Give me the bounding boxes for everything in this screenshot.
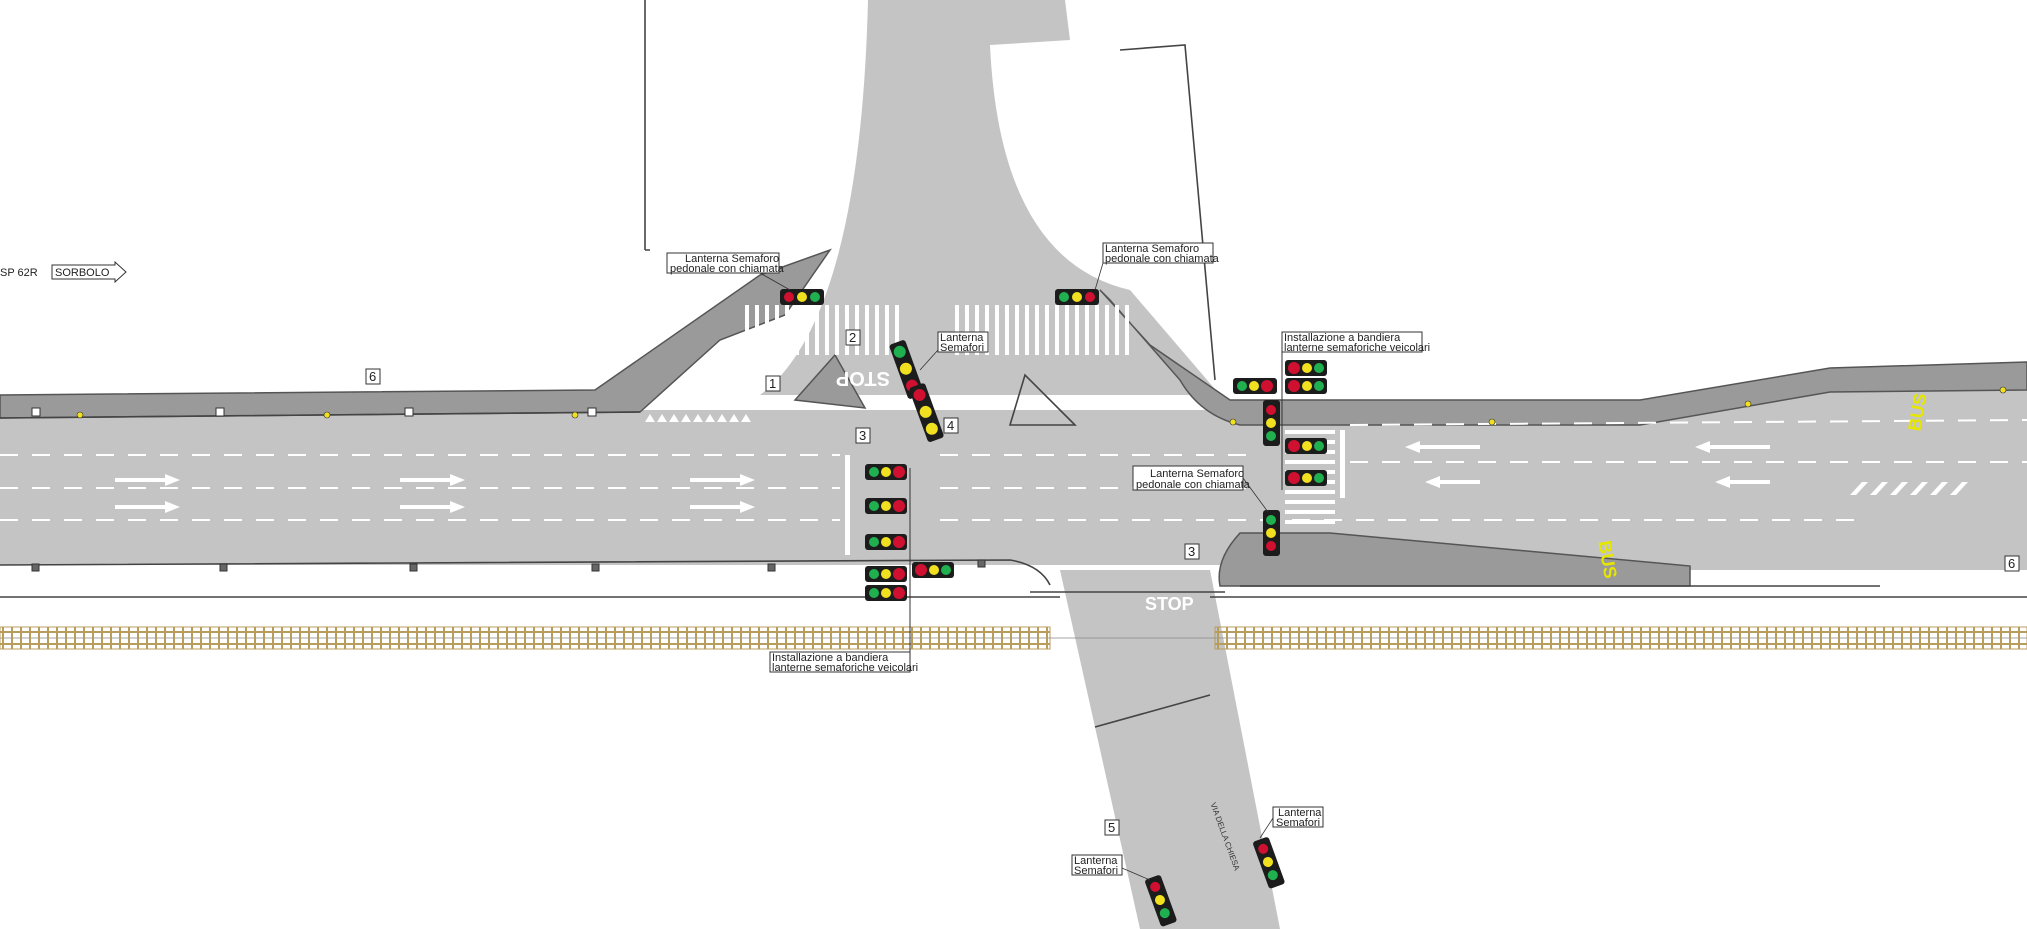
south-road xyxy=(1060,570,1280,929)
svg-text:1: 1 xyxy=(769,376,776,391)
svg-text:Lanterna Semaforo: Lanterna Semaforo xyxy=(1105,243,1199,255)
hatching-bus xyxy=(1850,482,1968,495)
svg-text:Lanterna: Lanterna xyxy=(1074,855,1118,867)
svg-text:Semafori: Semafori xyxy=(940,342,984,354)
svg-text:3: 3 xyxy=(1188,544,1195,559)
lamp-markers xyxy=(76,386,2007,426)
svg-text:pedonale con chiamata: pedonale con chiamata xyxy=(1105,253,1220,265)
marker-5: 5 xyxy=(1104,819,1120,836)
marker-2: 2 xyxy=(845,329,861,346)
marker-4: 4 xyxy=(943,417,959,434)
svg-text:3: 3 xyxy=(859,428,866,443)
direction-label: SORBOLO xyxy=(55,267,110,279)
left-top-sidewalk xyxy=(0,248,832,419)
flag-signals-west xyxy=(865,464,954,655)
svg-text:4: 4 xyxy=(947,418,954,433)
signal-north-center-2 xyxy=(909,383,944,442)
flag-signals-east xyxy=(1233,340,1327,490)
svg-text:5: 5 xyxy=(1108,820,1115,835)
yield-teeth xyxy=(645,414,751,422)
ped-signal-left xyxy=(780,289,824,305)
svg-text:6: 6 xyxy=(369,369,376,384)
ped-signal-right xyxy=(1055,289,1099,305)
svg-text:Lanterna: Lanterna xyxy=(940,332,984,344)
triangle-island-right xyxy=(1008,373,1077,426)
svg-text:6: 6 xyxy=(2008,556,2015,571)
svg-text:Lanterna Semaforo: Lanterna Semaforo xyxy=(685,253,779,265)
signal-south-left xyxy=(1145,875,1177,927)
svg-text:pedonale con chiamata: pedonale con chiamata xyxy=(1136,479,1251,491)
railway-ties xyxy=(2,627,2020,649)
svg-text:lanterne semaforiche veicolari: lanterne semaforiche veicolari xyxy=(1284,342,1430,354)
road-name: SP 62R xyxy=(0,267,38,279)
callout-ped-center: Lanterna Semaforo pedonale con chiamata xyxy=(1132,465,1269,513)
signal-south-right xyxy=(1253,837,1285,889)
marker-3a: 3 xyxy=(855,427,871,444)
lane-arrows-left xyxy=(115,441,1770,513)
callout-lantern-bottom-left: Lanterna Semafori xyxy=(1071,854,1151,881)
svg-text:Lanterna Semaforo: Lanterna Semaforo xyxy=(1150,468,1244,480)
marker-3b: 3 xyxy=(1184,543,1200,560)
ped-signal-center xyxy=(1263,510,1280,556)
stop-marking-south: STOP xyxy=(1145,594,1194,614)
direction-arrow xyxy=(51,260,127,284)
marker-6a: 6 xyxy=(365,368,381,385)
svg-text:pedonale con chiamata: pedonale con chiamata xyxy=(670,263,785,275)
svg-text:Semafori: Semafori xyxy=(1074,865,1118,877)
crosswalk-north-left xyxy=(745,305,899,355)
svg-text:Installazione a bandiera: Installazione a bandiera xyxy=(1284,332,1401,344)
callout-ped-right: Lanterna Semaforo pedonale con chiamata xyxy=(1094,242,1220,291)
callout-lantern-bottom-right: Lanterna Semafori xyxy=(1259,806,1324,839)
callout-ped-left: Lanterna Semaforo pedonale con chiamata xyxy=(666,252,791,291)
svg-text:lanterne semaforiche veicolari: lanterne semaforiche veicolari xyxy=(772,662,918,674)
stop-marking-north: STOP xyxy=(836,367,890,389)
poles-bottom xyxy=(31,559,986,572)
callout-flag-bottom: Installazione a bandiera lanterne semafo… xyxy=(769,651,918,674)
callout-lantern-top: Lanterna Semafori xyxy=(919,331,989,371)
signal-north-center xyxy=(889,340,924,399)
bottom-median xyxy=(1218,532,1691,587)
svg-text:Lanterna: Lanterna xyxy=(1278,807,1322,819)
crosswalk-north-right xyxy=(955,305,1129,355)
callout-flag-top: Installazione a bandiera lanterne semafo… xyxy=(1281,331,1430,354)
marker-6b: 6 xyxy=(2004,555,2020,572)
svg-text:Semafori: Semafori xyxy=(1276,817,1320,829)
svg-text:2: 2 xyxy=(849,330,856,345)
marker-1: 1 xyxy=(765,375,781,392)
triangle-island-left xyxy=(793,353,867,409)
poles-top xyxy=(31,407,597,417)
svg-text:Installazione a bandiera: Installazione a bandiera xyxy=(772,652,889,664)
